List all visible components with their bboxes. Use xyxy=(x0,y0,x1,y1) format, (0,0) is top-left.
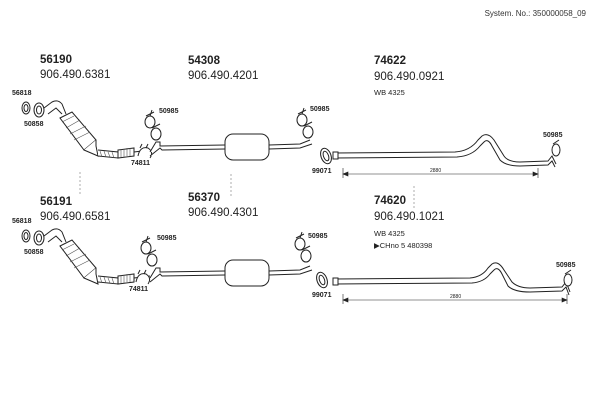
bracket-icon xyxy=(137,143,153,159)
silencer-gasket-label: 99071 xyxy=(312,292,332,299)
system-number: System. No.: 350000058_09 xyxy=(484,9,586,18)
flex-joint-icon xyxy=(117,147,151,159)
tailpipe-length-label: 2880 xyxy=(430,168,442,174)
tailpipe-chassis-number: ▶CHno 5 480398 xyxy=(374,241,433,250)
silencer-part-number: 54308 xyxy=(188,55,220,67)
converter-clamp-label: 56818 xyxy=(12,218,32,225)
tailpipe-clamp-label: 50985 xyxy=(556,262,576,269)
row-2 xyxy=(21,228,573,304)
catalytic-converter-icon xyxy=(43,100,119,159)
converter-gasket-label: 50858 xyxy=(24,121,44,128)
converter-part-number: 56190 xyxy=(40,54,72,66)
middle-silencer-icon xyxy=(149,133,313,161)
tailpipe-oem-number: 906.490.1021 xyxy=(374,211,445,223)
rear-clamp-icon xyxy=(294,231,312,263)
bracket-icon xyxy=(135,269,151,285)
tailpipe-part-number: 74622 xyxy=(374,55,406,67)
silencer-left-clamp-label: 50985 xyxy=(159,108,179,115)
converter-part-number: 56191 xyxy=(40,196,72,208)
gasket-ring-icon xyxy=(33,102,45,118)
tailpipe-icon xyxy=(332,262,571,296)
silencer-part-number: 56370 xyxy=(188,192,220,204)
row-1 xyxy=(21,100,561,208)
rear-clamp-icon xyxy=(296,107,314,139)
tailpipe-clamp-icon xyxy=(551,139,561,157)
tailpipe-part-number: 74620 xyxy=(374,195,406,207)
clamp-ring-icon xyxy=(21,229,31,243)
gasket-ring-icon xyxy=(33,230,45,246)
converter-oem-number: 906.490.6581 xyxy=(40,211,111,223)
tailpipe-length-label: 2880 xyxy=(450,294,462,300)
tailpipe-icon xyxy=(332,134,557,168)
converter-oem-number: 906.490.6381 xyxy=(40,69,111,81)
catalytic-converter-icon xyxy=(43,228,119,285)
tailpipe-oem-number: 906.490.0921 xyxy=(374,71,445,83)
tailpipe-note: WB 4325 xyxy=(374,229,405,238)
silencer-right-clamp-label: 50985 xyxy=(310,106,330,113)
converter-bracket-label: 74811 xyxy=(129,286,149,293)
silencer-right-clamp-label: 50985 xyxy=(308,233,328,240)
tailpipe-clamp-icon xyxy=(563,269,573,287)
converter-bracket-label: 74811 xyxy=(131,160,151,167)
tailpipe-clamp-label: 50985 xyxy=(543,132,563,139)
converter-clamp-label: 56818 xyxy=(12,90,32,97)
pipe-clamp-icon xyxy=(144,109,162,141)
length-dimension-line xyxy=(342,294,568,304)
length-dimension-line xyxy=(342,168,539,178)
silencer-left-clamp-label: 50985 xyxy=(157,235,177,242)
rear-gasket-icon xyxy=(320,147,332,165)
clamp-ring-icon xyxy=(21,101,31,115)
silencer-oem-number: 906.490.4301 xyxy=(188,207,259,219)
tailpipe-note: WB 4325 xyxy=(374,88,405,97)
middle-silencer-icon xyxy=(149,259,313,287)
silencer-oem-number: 906.490.4201 xyxy=(188,70,259,82)
rear-gasket-icon xyxy=(316,271,328,289)
pipe-clamp-icon xyxy=(140,235,158,267)
silencer-gasket-label: 99071 xyxy=(312,168,332,175)
converter-gasket-label: 50858 xyxy=(24,249,44,256)
